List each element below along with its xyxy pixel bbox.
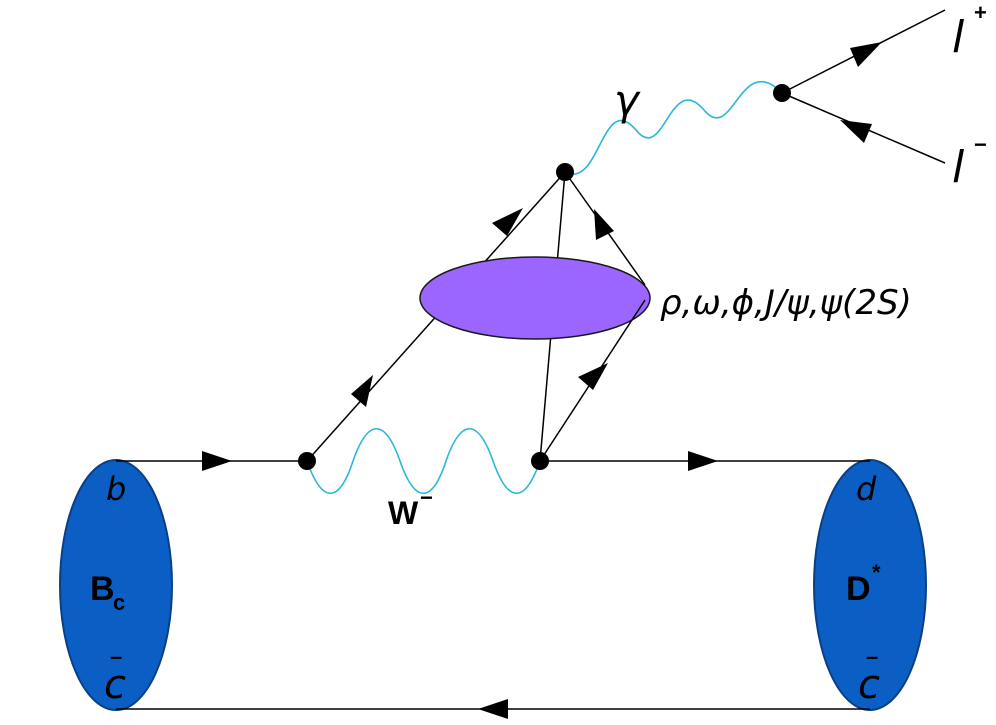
bc-meson-ellipse bbox=[59, 459, 173, 711]
vertex-b-w bbox=[298, 452, 316, 470]
w-boson-propagator bbox=[306, 428, 541, 494]
right-quark-arrow-lower bbox=[578, 363, 608, 390]
dstar-meson-sup: * bbox=[872, 560, 881, 585]
left-quark-arrow-lower bbox=[351, 375, 373, 407]
vertex-w-d bbox=[531, 452, 549, 470]
vertex-photon bbox=[556, 163, 574, 181]
lepton-minus-sup: − bbox=[974, 132, 987, 157]
dstar-meson-label: D bbox=[846, 570, 871, 608]
bc-meson-sub: c bbox=[113, 590, 125, 615]
right-quark-arrow-upper bbox=[594, 209, 614, 240]
left-quark-arrow-upper bbox=[492, 208, 523, 236]
bc-meson-label: B bbox=[90, 570, 115, 608]
c-bar-mark-right: – bbox=[866, 644, 878, 669]
right-quark-upper-segment bbox=[564, 171, 646, 286]
vertex-leptons bbox=[773, 84, 791, 102]
lepton-plus-label: l bbox=[952, 12, 965, 63]
vector-meson-blob bbox=[419, 256, 651, 340]
lepton-plus-arrow bbox=[850, 42, 882, 67]
lepton-plus-sup: + bbox=[974, 0, 987, 25]
c-bar-quark-label-left: c bbox=[104, 662, 126, 708]
c-bar-quark-label-right: c bbox=[858, 662, 880, 708]
lepton-minus-label: l bbox=[952, 142, 965, 193]
spectator-arrow bbox=[478, 699, 508, 719]
photon-label: γ bbox=[614, 76, 641, 125]
photon-propagator bbox=[564, 80, 783, 175]
b-quark-arrow bbox=[202, 451, 232, 471]
c-bar-mark-left: – bbox=[110, 644, 122, 669]
b-quark-label: b bbox=[106, 470, 126, 508]
w-boson-sup: − bbox=[420, 485, 433, 510]
right-quark-outer-segment bbox=[539, 299, 646, 462]
d-quark-arrow bbox=[688, 451, 718, 471]
w-boson-label: W bbox=[388, 495, 419, 531]
vector-mesons-label: ρ,ω,ϕ,J/ψ,ψ(2S) bbox=[660, 283, 912, 323]
d-quark-label: d bbox=[856, 470, 877, 508]
lepton-minus-arrow bbox=[840, 120, 872, 143]
dstar-meson-ellipse bbox=[813, 459, 927, 711]
